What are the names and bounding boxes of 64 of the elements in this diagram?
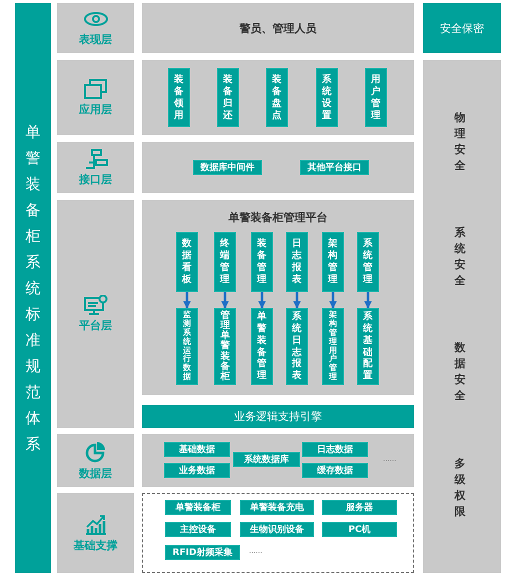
module-box: 日志报表	[286, 232, 308, 292]
security-label: 多级权限	[454, 456, 466, 520]
module-box: 架构管理用户管理	[322, 308, 344, 385]
arrow	[258, 292, 266, 309]
layer-label: 应用层	[79, 102, 112, 116]
security-label: 系统安全	[454, 225, 466, 289]
dashed-frame	[142, 493, 414, 573]
layer-box	[57, 434, 134, 487]
module-box: 装备领用	[168, 68, 190, 127]
module-box: 日志数据	[302, 442, 368, 457]
module-box: 基础数据	[164, 442, 230, 457]
module-box: 装备归还	[217, 68, 239, 127]
arrow	[293, 292, 301, 309]
layer-box	[57, 493, 134, 573]
module-box: 生物识别设备	[240, 522, 314, 537]
module-box: 系统日志报表	[286, 308, 308, 385]
platform-title: 单警装备柜管理平台	[228, 210, 328, 225]
layer-panel	[142, 434, 414, 487]
arrow	[364, 292, 372, 309]
platform-panel	[142, 200, 414, 395]
module-box: 单警装备管理	[251, 308, 273, 385]
layer-box	[57, 142, 134, 193]
module-box: 主控设备	[165, 522, 231, 537]
module-box: 其他平台接口	[300, 160, 369, 175]
module-box: RFID射频采集	[165, 545, 240, 560]
arrow	[221, 292, 229, 309]
module-box: 监测系统运行数据	[176, 308, 198, 385]
layer-label: 表现层	[79, 32, 112, 47]
module-box: 服务器	[322, 500, 397, 515]
layer-box	[57, 60, 134, 135]
security-label: 数据安全	[454, 340, 466, 404]
engine-bar: 业务逻辑支持引擎	[142, 405, 414, 428]
module-box: 用户管理	[365, 68, 387, 127]
layer-label: 平台层	[79, 318, 112, 333]
role-band: 警员、管理人员	[142, 3, 414, 53]
arrow	[329, 292, 337, 309]
module-box: 系统数据库	[233, 452, 300, 467]
module-box: 缓存数据	[302, 463, 368, 478]
module-box: 数据库中间件	[193, 160, 262, 175]
layer-box	[57, 3, 134, 53]
arrow	[183, 292, 191, 309]
module-box: 数据看板	[176, 232, 198, 292]
module-box: 终端管理	[214, 232, 236, 292]
layer-label: 数据层	[79, 466, 112, 480]
module-box: 装备管理	[251, 232, 273, 292]
layer-box	[57, 200, 134, 428]
security-box: 安全保密	[423, 3, 501, 53]
module-box: 系统设置	[316, 68, 338, 127]
module-box: PC机	[322, 522, 397, 537]
title-bar: 单警装备柜系统标准规范体系	[15, 3, 51, 573]
security-panel	[423, 60, 501, 573]
security-label: 物理安全	[454, 110, 466, 174]
module-box: 管理单警装备柜	[214, 308, 236, 385]
layer-label: 接口层	[79, 172, 112, 186]
module-box: 单警装备柜	[165, 500, 231, 515]
module-box: 系统基础配置	[357, 308, 379, 385]
module-box: 系统管理	[357, 232, 379, 292]
layer-panel	[142, 60, 414, 135]
layer-label: 基础支撑	[74, 538, 118, 553]
module-box: 业务数据	[164, 463, 230, 478]
module-box: 单警装备充电	[240, 500, 314, 515]
module-box: 架构管理	[322, 232, 344, 292]
layer-panel	[142, 142, 414, 193]
module-box: 装备盘点	[266, 68, 288, 127]
